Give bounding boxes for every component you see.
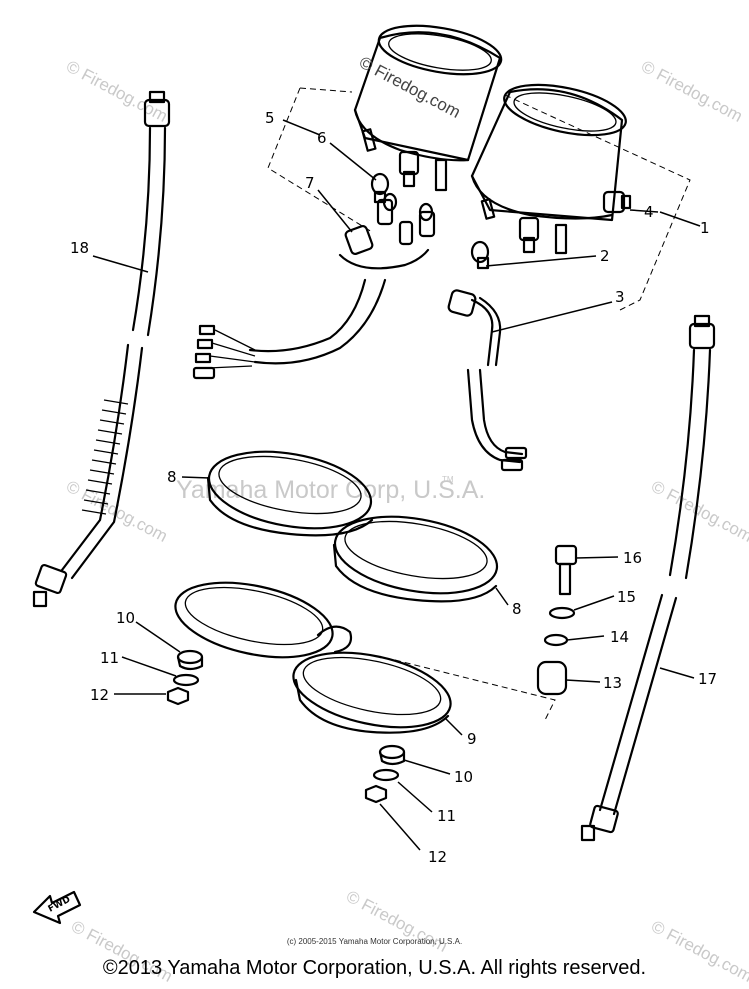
callout-7: 7 bbox=[305, 174, 315, 192]
callout-4: 4 bbox=[644, 203, 654, 221]
bolt-16 bbox=[554, 544, 578, 596]
callout-14: 14 bbox=[610, 628, 629, 646]
bulb-2 bbox=[470, 240, 490, 270]
meter-housing-9 bbox=[174, 581, 452, 734]
washer-11-right bbox=[372, 768, 400, 782]
watermark-brand: Yamaha Motor Corp, U.S.A. bbox=[176, 476, 485, 504]
callout-10b: 10 bbox=[454, 768, 473, 786]
watermark-gauge: © Firedog.com bbox=[356, 53, 464, 122]
washer-11-left bbox=[172, 673, 200, 687]
copyright-main: ©2013 Yamaha Motor Corporation, U.S.A. A… bbox=[102, 957, 647, 979]
callout-10a: 10 bbox=[116, 609, 135, 627]
callout-3: 3 bbox=[615, 288, 625, 306]
nut-12-right bbox=[364, 784, 388, 804]
callout-8b: 8 bbox=[512, 600, 522, 618]
nut-12-left bbox=[166, 686, 190, 706]
callout-17: 17 bbox=[698, 670, 717, 688]
callout-13: 13 bbox=[603, 674, 622, 692]
fwd-arrow-icon: FWD bbox=[32, 890, 82, 925]
tachometer-gauge bbox=[470, 83, 632, 255]
callout-15: 15 bbox=[617, 588, 636, 606]
washer-15 bbox=[548, 606, 576, 620]
watermark-tm: TM bbox=[442, 475, 454, 484]
meter-cable-18 bbox=[32, 90, 171, 608]
callout-12b: 12 bbox=[428, 848, 447, 866]
damper-13 bbox=[536, 660, 568, 696]
callout-18: 18 bbox=[70, 239, 89, 257]
callout-16: 16 bbox=[623, 549, 642, 567]
leader-lines bbox=[92, 119, 701, 851]
assembly-group-outline bbox=[267, 87, 691, 721]
callout-5: 5 bbox=[265, 109, 275, 127]
meter-rim-8-right bbox=[332, 515, 499, 603]
callout-2: 2 bbox=[600, 247, 610, 265]
callout-11b: 11 bbox=[437, 807, 456, 825]
callout-9: 9 bbox=[467, 730, 477, 748]
speedometer-gauge bbox=[353, 24, 503, 192]
callout-8a: 8 bbox=[167, 468, 177, 486]
watermark-top-right: © Firedog.com bbox=[638, 57, 746, 126]
callout-1: 1 bbox=[700, 219, 710, 237]
meter-cable-17 bbox=[580, 314, 716, 842]
watermark-layer: © Firedog.com © Firedog.com © Firedog.co… bbox=[63, 57, 749, 986]
grommet-10-right bbox=[378, 744, 406, 766]
callout-11a: 11 bbox=[100, 649, 119, 667]
grommet-10-left bbox=[176, 649, 204, 671]
washer-14 bbox=[543, 633, 569, 647]
callout-6: 6 bbox=[317, 129, 327, 147]
copyright-small: (c) 2005-2015 Yamaha Motor Corporation, … bbox=[286, 937, 463, 946]
socket-harness-7 bbox=[192, 192, 436, 380]
callout-labels: 1 2 3 4 5 6 7 8 8 9 10 11 12 10 11 12 13… bbox=[70, 109, 717, 866]
socket-cord-3 bbox=[447, 289, 528, 472]
meter-rim-8-left bbox=[206, 450, 374, 537]
callout-12a: 12 bbox=[90, 686, 109, 704]
